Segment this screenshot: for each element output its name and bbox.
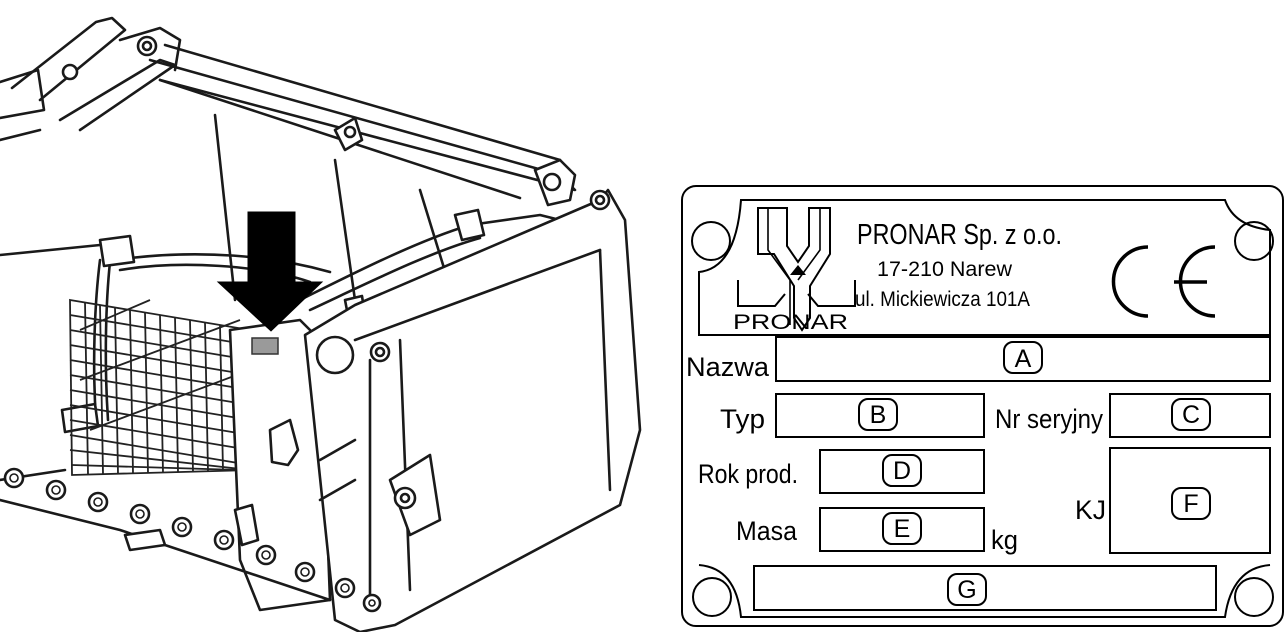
label-rok-prod: Rok prod. <box>698 459 798 489</box>
company-name: PRONAR Sp. z o.o. <box>857 219 1062 251</box>
indicator-arrow <box>216 211 324 332</box>
marker-c: C <box>1182 401 1200 429</box>
marker-e: E <box>894 515 911 543</box>
marker-a: A <box>1015 345 1032 373</box>
mesh-grid <box>69 298 253 476</box>
marker-b: B <box>870 401 887 429</box>
marker-g: G <box>957 576 976 604</box>
label-nazwa: Nazwa <box>686 352 770 382</box>
logo-text: PRONAR <box>733 311 848 334</box>
marker-d: D <box>893 457 911 485</box>
marker-f: F <box>1183 490 1198 518</box>
label-kj: KJ <box>1075 495 1106 525</box>
label-typ: Typ <box>720 404 765 434</box>
unit-kg: kg <box>991 525 1018 555</box>
ce-mark <box>1111 245 1216 318</box>
label-nr-seryjny: Nr seryjny <box>995 404 1103 434</box>
label-masa: Masa <box>736 516 798 546</box>
street-address: ul. Mickiewicza 101A <box>855 288 1030 311</box>
pronar-logo: PRONAR <box>733 207 856 334</box>
bolt-row <box>3 467 382 613</box>
machine-illustration <box>0 16 642 632</box>
corner-holes <box>691 221 1274 617</box>
postal-city: 17-210 Narew <box>877 258 1013 281</box>
nameplate-location <box>251 337 279 355</box>
nameplate: PRONAR PRONAR Sp. z o.o. 17-210 Narew ul… <box>681 185 1284 627</box>
